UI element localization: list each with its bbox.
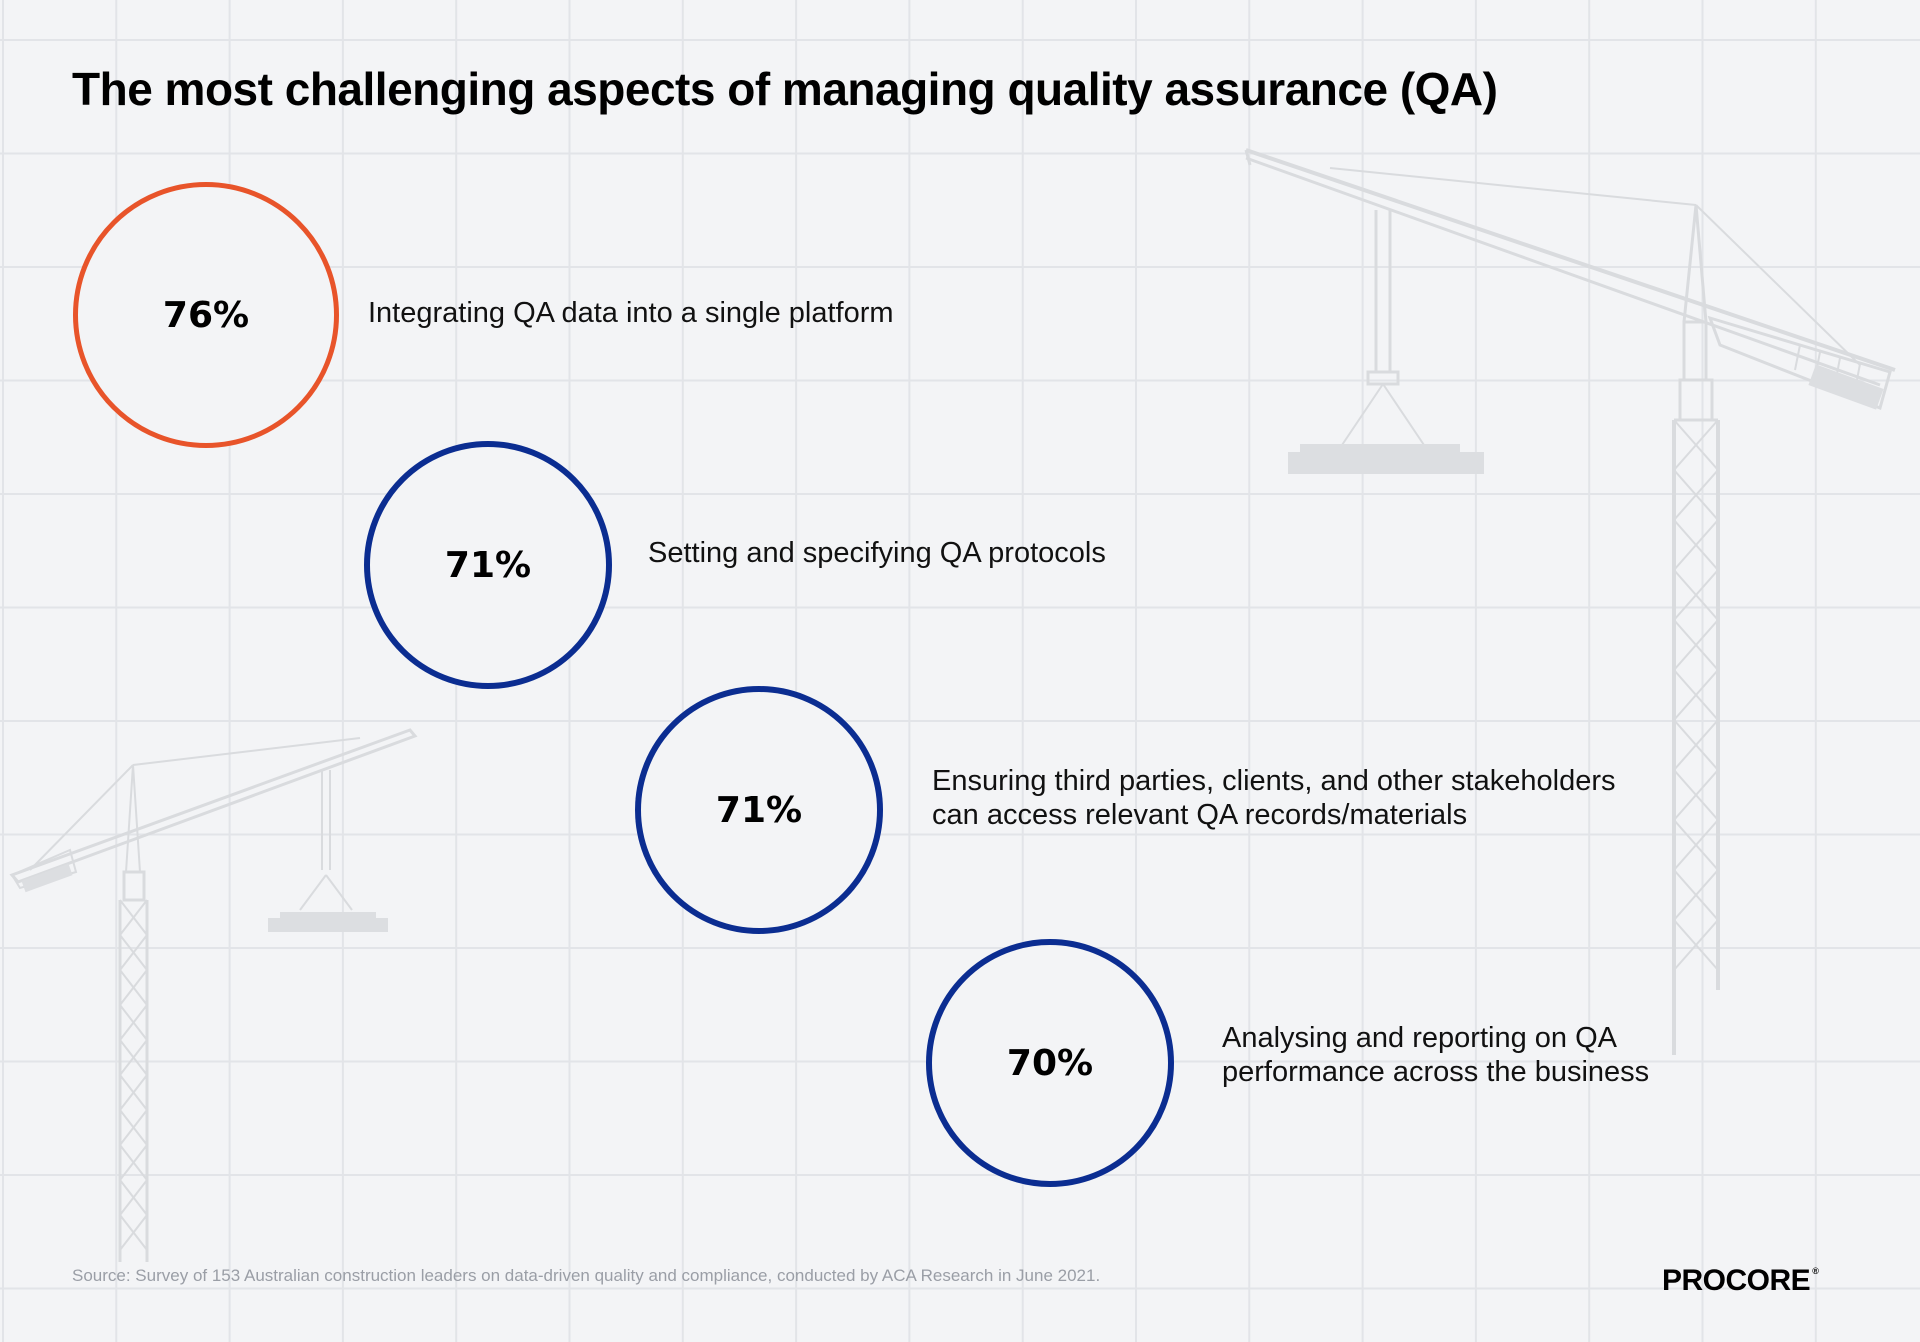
stat-label-line: can access relevant QA records/materials — [932, 799, 1468, 831]
stat-circle: 76% — [73, 182, 339, 448]
source-note: Source: Survey of 153 Australian constru… — [72, 1266, 1101, 1285]
stat-label-line: Integrating QA data into a single platfo… — [368, 297, 894, 329]
stat-circle: 71% — [635, 686, 883, 934]
tower-crane-right — [1244, 148, 1896, 1055]
stat-value: 71% — [715, 789, 803, 831]
stat-circle: 70% — [926, 939, 1174, 1187]
stat-label-line: performance across the business — [1222, 1056, 1650, 1088]
stat-label-line: Setting and specifying QA protocols — [648, 537, 1106, 569]
stat-label: Ensuring third parties, clients, and oth… — [932, 764, 1615, 832]
stat-value: 76% — [162, 294, 250, 336]
tower-crane-left — [9, 728, 418, 1262]
crane-load-right — [1288, 364, 1884, 474]
stat-value: 71% — [444, 544, 532, 586]
page-title: The most challenging aspects of managing… — [72, 63, 1498, 115]
stat-value: 70% — [1006, 1042, 1094, 1084]
registered-mark: ® — [1812, 1266, 1819, 1276]
stat-label-line: Analysing and reporting on QA — [1222, 1022, 1617, 1054]
stat-label: Setting and specifying QA protocols — [648, 536, 1106, 570]
stat-circle: 71% — [364, 441, 612, 689]
logo-text: PROCORE — [1662, 1264, 1811, 1297]
crane-load-left — [21, 863, 388, 932]
stat-label: Integrating QA data into a single platfo… — [368, 296, 894, 330]
procore-logo: PROCORE ® — [1662, 1264, 1819, 1298]
stat-label-line: Ensuring third parties, clients, and oth… — [932, 765, 1616, 797]
